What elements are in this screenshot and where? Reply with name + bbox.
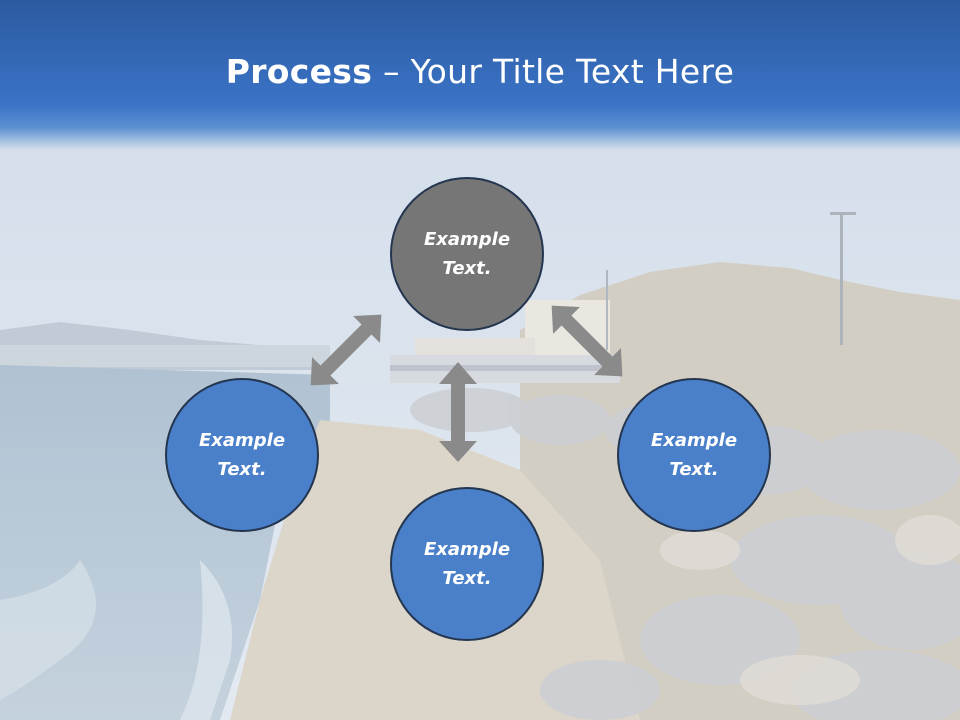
double-arrow-icon — [551, 305, 623, 377]
node-label: Example Text. — [423, 229, 511, 279]
title-separator: – — [372, 52, 411, 91]
title-rest: Your Title Text Here — [410, 52, 735, 91]
process-node-left[interactable]: Example Text. — [165, 378, 319, 532]
slide-title: Process – Your Title Text Here — [0, 52, 960, 91]
process-node-right[interactable]: Example Text. — [617, 378, 771, 532]
node-label: Example Text. — [423, 539, 511, 589]
double-arrow-icon — [310, 314, 382, 386]
double-arrow-icon — [439, 362, 477, 462]
title-bold: Process — [225, 52, 373, 91]
process-node-top[interactable]: Example Text. — [390, 177, 544, 331]
node-label: Example Text. — [198, 430, 286, 480]
node-label: Example Text. — [650, 430, 738, 480]
title-bar: Process – Your Title Text Here — [0, 0, 960, 150]
process-node-bottom[interactable]: Example Text. — [390, 487, 544, 641]
